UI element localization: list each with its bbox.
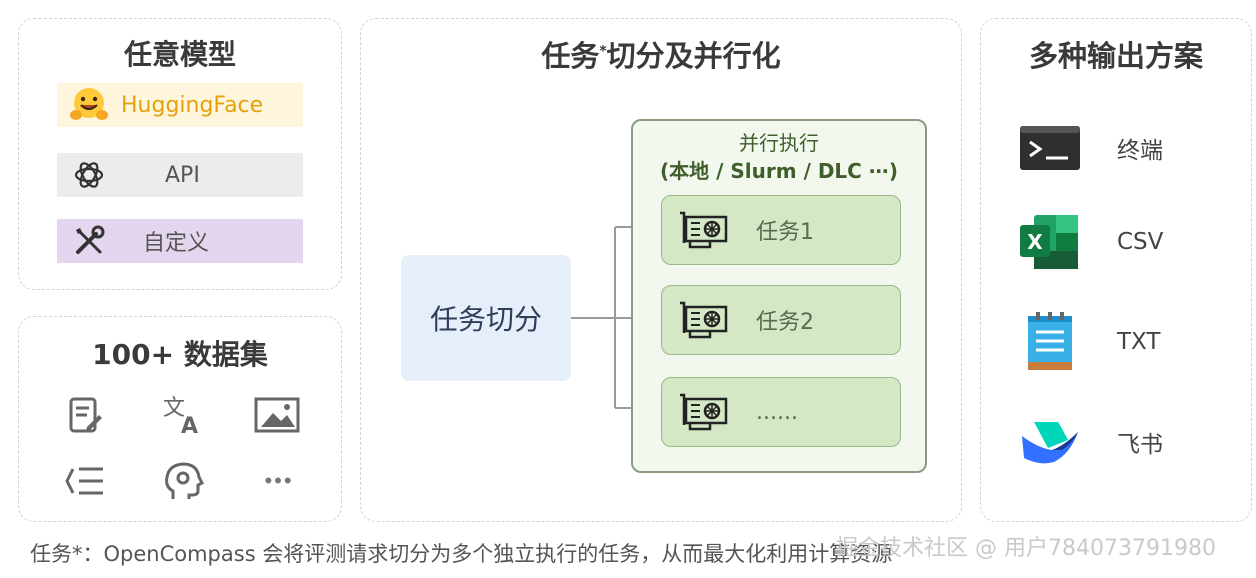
more-dots-icon: ••• — [264, 468, 294, 493]
svg-text:文: 文 — [163, 396, 185, 421]
translate-icon: 文 A — [159, 391, 207, 439]
task-label-1: 任务1 — [756, 220, 814, 245]
output-panel-title: 多种输出方案 — [1028, 39, 1203, 73]
parallel-execution-title: 并行执行 — [739, 131, 819, 155]
output-item-terminal: 终端 — [1015, 115, 1235, 181]
tools-icon — [57, 224, 121, 258]
document-edit-icon — [61, 391, 109, 439]
datasets-panel-title: 100+ 数据集 — [92, 338, 268, 371]
hugging-face-icon — [57, 85, 121, 125]
tasks-title-asterisk: * — [599, 43, 607, 60]
output-item-csv: X CSV — [1015, 209, 1235, 275]
footnote: 任务*：OpenCompass 会将评测请求切分为多个独立执行的任务，从而最大化… — [30, 542, 893, 566]
svg-text:X: X — [1027, 230, 1043, 254]
excel-icon: X — [1015, 213, 1085, 271]
datasets-panel: 100+ 数据集 文 A • — [18, 316, 342, 522]
feishu-icon — [1015, 418, 1085, 466]
image-icon — [253, 391, 301, 439]
svg-text:A: A — [181, 414, 198, 437]
brain-head-icon — [159, 457, 207, 505]
tasks-title-rest: 切分及并行化 — [606, 39, 781, 73]
model-label-custom: 自定义 — [143, 231, 210, 256]
task-label-2: 任务2 — [756, 310, 814, 335]
output-label-terminal: 终端 — [1117, 138, 1163, 164]
models-panel-title: 任意模型 — [123, 38, 236, 71]
notepad-icon — [1015, 310, 1085, 374]
task-box-1: 任务1 — [661, 195, 901, 265]
task-split-box: 任务切分 — [401, 255, 571, 381]
model-item-custom: 自定义 — [57, 219, 303, 263]
output-label-feishu: 飞书 — [1117, 432, 1163, 458]
output-item-txt: TXT — [1015, 309, 1235, 375]
gpu-card-icon — [676, 391, 736, 433]
model-item-api: API — [57, 153, 303, 197]
tasks-panel-title: 任务*切分及并行化 — [361, 33, 961, 75]
output-panel: 多种输出方案 终端 X CSV — [980, 18, 1252, 522]
task-label-more: ...... — [756, 399, 798, 425]
gpu-card-icon — [676, 209, 736, 251]
model-label-huggingface: HuggingFace — [121, 92, 264, 118]
output-label-txt: TXT — [1117, 329, 1161, 355]
terminal-icon — [1015, 124, 1085, 172]
parallel-execution-box: 并行执行 (本地 / Slurm / DLC ⋯) 任务1 — [631, 119, 927, 473]
task-box-more: ...... — [661, 377, 901, 447]
watermark: 掘金技术社区 @ 用户784073791980 — [836, 536, 1216, 561]
output-label-csv: CSV — [1117, 229, 1164, 255]
parallel-execution-backends: (本地 / Slurm / DLC ⋯) — [660, 159, 898, 183]
gpu-card-icon — [676, 299, 736, 341]
model-label-api: API — [165, 162, 200, 188]
model-item-huggingface: HuggingFace — [57, 83, 303, 127]
tasks-title-main: 任务 — [541, 39, 600, 73]
openai-icon — [57, 158, 121, 192]
output-item-feishu: 飞书 — [1015, 409, 1235, 475]
task-box-2: 任务2 — [661, 285, 901, 355]
tasks-panel: 任务*切分及并行化 任务切分 并行执行 (本地 / Slurm / DLC ⋯) — [360, 18, 962, 522]
outline-list-icon — [61, 457, 109, 505]
models-panel: 任意模型 HuggingFace API — [18, 18, 342, 290]
